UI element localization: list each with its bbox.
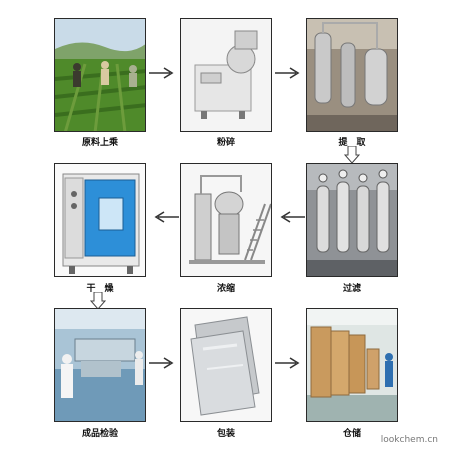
label-crushing: 粉碎 [216, 138, 235, 148]
label-raw-material: 原料上乘 [81, 138, 118, 148]
label-storage: 仓储 [342, 429, 361, 439]
concentrator-photo [180, 163, 272, 277]
label-extraction: 提 取 [338, 138, 366, 148]
raw-material-photo [54, 18, 146, 132]
inspection-photo [54, 308, 146, 422]
crusher-photo [180, 18, 272, 132]
label-filtration: 过滤 [342, 284, 361, 294]
packaging-photo [180, 308, 272, 422]
extraction-photo [306, 18, 398, 132]
storage-photo [306, 308, 398, 422]
arrow-right-3 [149, 357, 174, 369]
arrow-right-2 [275, 67, 300, 79]
arrow-right-1 [149, 67, 174, 79]
watermark: lookchem.cn [380, 435, 438, 445]
label-concentration: 浓缩 [216, 284, 235, 294]
label-inspection: 成品检验 [81, 429, 118, 439]
arrow-left-1 [280, 211, 305, 223]
drying-oven-photo [54, 163, 146, 277]
arrow-left-2 [154, 211, 179, 223]
label-packaging: 包装 [216, 429, 235, 439]
arrow-down-2 [90, 292, 106, 310]
arrow-down-1 [344, 146, 360, 164]
filtration-photo [306, 163, 398, 277]
arrow-right-4 [275, 357, 300, 369]
label-drying: 干 燥 [86, 284, 114, 294]
